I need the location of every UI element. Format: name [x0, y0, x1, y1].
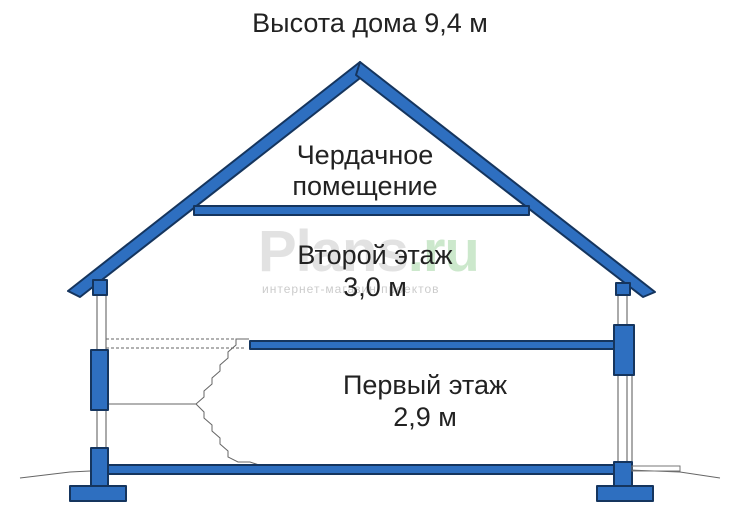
porch-step: [631, 465, 681, 472]
attic-label-line1: Чердачное: [296, 140, 434, 170]
ground-slab: [105, 464, 623, 475]
floor-slab: [249, 340, 621, 350]
second-floor-label: Второй этаж: [297, 240, 453, 270]
right-wall-middle: [613, 324, 635, 376]
left-wall-top: [92, 279, 108, 296]
left-wall-base: [90, 447, 109, 489]
attic-beam: [193, 205, 530, 216]
second-floor-height: 3,0 м: [343, 272, 407, 302]
first-floor-height: 2,9 м: [393, 402, 457, 432]
left-footing: [69, 485, 127, 502]
right-wall-base: [613, 461, 633, 489]
first-floor-label: Первый этаж: [342, 370, 508, 400]
watermark-logo: Plans.ru: [258, 219, 480, 284]
right-wall-top: [615, 282, 631, 296]
right-footing: [596, 485, 654, 502]
staircase: [106, 338, 263, 467]
house-height-title: Высота дома 9,4 м: [252, 8, 488, 38]
left-wall-middle: [90, 349, 109, 411]
right-rafter: [355, 61, 656, 298]
watermark-tagline: интернет-магазин проектов: [262, 282, 440, 296]
attic-label-line2: помещение: [292, 171, 438, 201]
structure: [67, 61, 656, 502]
